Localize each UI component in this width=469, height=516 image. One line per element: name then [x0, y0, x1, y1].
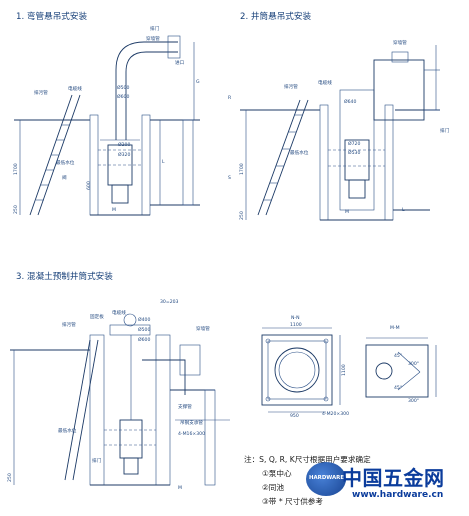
diagram-2 [240, 45, 440, 221]
d4-title: N-N [291, 316, 300, 321]
d3-label-wai-gang: 支撑管 [178, 405, 192, 410]
d1-label-pai-men: 排门 [150, 27, 160, 32]
d2-dim-250: 250 [240, 211, 245, 220]
notes-item-3: ③带 * 尺寸供参考 [262, 497, 323, 506]
watermark-title: 中国五金网 [342, 466, 445, 490]
diagram-5-plan-M-M [365, 337, 437, 398]
d3-label-phi400: Ø400 [138, 318, 151, 323]
d4-bolt: 4-M20×300 [322, 412, 350, 417]
d1-label-dian-lan: 电缆线 [68, 87, 82, 92]
diagram-1 [14, 35, 200, 216]
d1-label-ru-kou: 进口 [175, 61, 185, 66]
d1-dim-250: 250 [14, 205, 19, 214]
d1-label-wan-guan: 穿墙管 [146, 37, 160, 42]
d5-dim-c: 300° [408, 362, 420, 367]
d4-height: 1100 [342, 364, 347, 376]
d2-label-m: M [345, 210, 349, 215]
d2-label-pai-wu: 排污管 [284, 85, 298, 90]
d5-angle-b: 45° [394, 386, 403, 391]
notes-item-1: ①泵中心 [262, 469, 292, 478]
d2-dim-1700: 1700 [240, 163, 245, 175]
d5-angle-a: 45° [394, 354, 403, 359]
notes-heading: 注：S, Q, R, K尺寸根据用户要求确定 [244, 455, 371, 464]
section-title-2: 2. 井筒悬吊式安装 [240, 12, 312, 22]
d1-label-m: M [112, 208, 116, 213]
diagram-3 [10, 313, 230, 486]
d3-label-dim30: 30=203 [160, 300, 179, 305]
d2-label-phi530: Ø530 [348, 151, 361, 156]
d3-label-pai-men: 排门 [92, 459, 102, 464]
d1-label-g: G [196, 80, 200, 85]
d4-width-top: 1100 [290, 323, 302, 328]
d2-label-phi720: Ø720 [348, 142, 361, 147]
d1-label-fa: 阀 [62, 176, 67, 181]
d2-label-pai-men: 排门 [440, 129, 450, 134]
d3-label-zui-di: 最低水位 [58, 429, 77, 434]
watermark-logo: HARDWARE [306, 462, 346, 496]
section-title-1: 1. 弯管悬吊式安装 [16, 12, 88, 22]
d1-label-pai-wu: 排污管 [34, 91, 48, 96]
d3-label-chuan-qiang: 穿墙管 [196, 327, 210, 332]
d2-label-s: S [228, 176, 231, 181]
d3-label-phi500: Ø500 [138, 328, 151, 333]
d2-label-l: L [402, 208, 405, 213]
d2-label-r: R [228, 96, 232, 101]
d1-label-phi200: Ø200 [118, 143, 131, 148]
d1-dim-1700: 1700 [14, 163, 19, 175]
d2-label-zui-di: 最低水位 [290, 151, 309, 156]
d1-label-phi600: Ø600 [117, 95, 130, 100]
d4-width-bottom: 950 [290, 414, 299, 419]
d1-label-l: L [162, 160, 165, 165]
d2-label-dian-lan: 电缆线 [318, 81, 332, 86]
d1-label-phi500: Ø500 [117, 86, 130, 91]
d3-label-dian-lan: 电缆线 [112, 311, 126, 316]
d1-dim-600: 600 [87, 181, 92, 190]
notes-item-2: ②同池 [262, 483, 284, 492]
d1-label-phi320: Ø320 [118, 153, 131, 158]
diagram-4-plan-N-N [261, 327, 341, 413]
watermark-url: www.hardware.cn [352, 490, 444, 500]
d3-label-gu-ding: 固定板 [90, 315, 104, 320]
watermark-badge-text: HARDWARE [309, 475, 345, 481]
d3-dim-250: 250 [8, 473, 13, 482]
d5-dim-d: 300° [408, 399, 420, 404]
section-title-3: 3. 混凝土预制井筒式安装 [16, 272, 113, 282]
d3-label-zhi-jia: 吊钢支承管 [180, 421, 203, 426]
d3-label-m: M [178, 486, 182, 491]
d3-label-pai-wu: 排污管 [62, 323, 76, 328]
d2-label-phi640: Ø640 [344, 100, 357, 105]
d3-label-size: 4-M16×300 [178, 432, 206, 437]
d1-label-zui-di: 最低水位 [56, 161, 75, 166]
d3-label-phi600: Ø600 [138, 338, 151, 343]
d2-label-chuan-qiang: 穿墙管 [393, 41, 407, 46]
d5-title: M-M [390, 326, 400, 331]
